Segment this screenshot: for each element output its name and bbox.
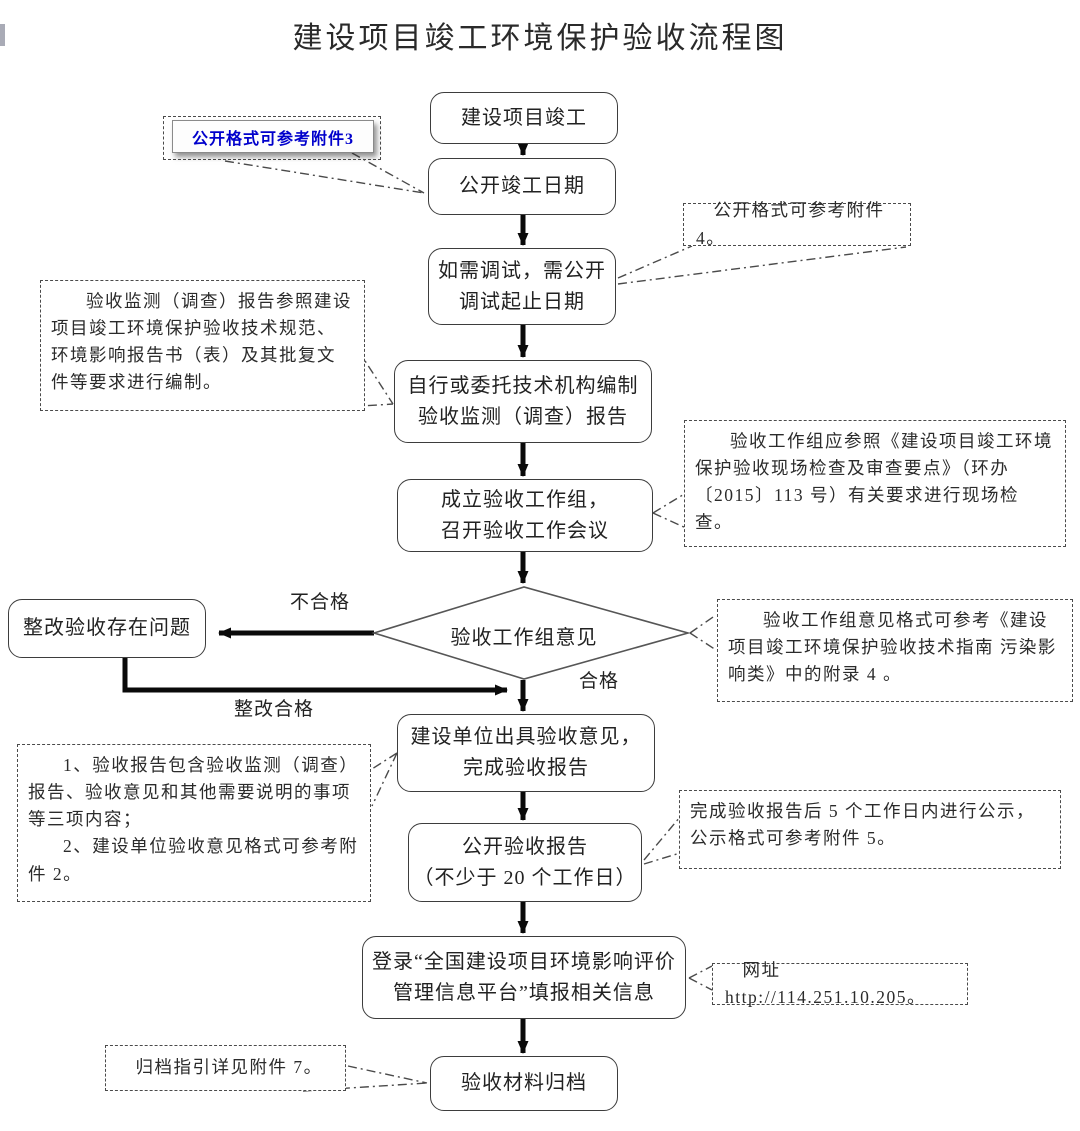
annotation-a3: 验收监测（调查）报告参照建设项目竣工环境保护验收技术规范、环境影响报告书（表）及…	[40, 280, 365, 411]
decision-diamond-shape	[371, 586, 691, 680]
connector-a3-1	[357, 349, 394, 405]
annotation-a1: 公开格式可参考附件3	[172, 120, 374, 153]
annotation-a2-text: 公开格式可参考附件 4。	[696, 200, 885, 248]
flow-node-workgroup-label: 成立验收工作组， 召开验收工作会议	[441, 488, 609, 542]
flow-node-compile-report: 自行或委托技术机构编制 验收监测（调查）报告	[394, 360, 652, 443]
connector-a5-1	[689, 614, 717, 634]
connector-a4-1	[652, 492, 687, 514]
annotation-a6-item2: 2、建设单位验收意见格式可参考附件 2。	[28, 836, 359, 884]
connector-a7-2	[643, 852, 681, 865]
connector-a6-1	[371, 752, 398, 770]
flow-node-archive: 验收材料归档	[430, 1056, 618, 1111]
annotation-a4-text: 验收工作组应参照《建设项目竣工环境保护验收现场检查及审查要点》（环办〔2015〕…	[695, 431, 1053, 533]
arrow-rectified-return	[122, 658, 508, 696]
annotation-a5: 验收工作组意见格式可参考《建设项目竣工环境保护验收技术指南 污染影响类》中的附录…	[717, 599, 1073, 702]
connector-a1-1	[224, 160, 425, 194]
annotation-a6: 1、验收报告包含验收监测（调查）报告、验收意见和其他需要说明的事项等三项内容； …	[17, 744, 371, 902]
annotation-a2: 公开格式可参考附件 4。	[683, 200, 911, 248]
annotation-a9-text: 归档指引详见附件 7。	[135, 1057, 323, 1078]
annotation-a6-item1: 1、验收报告包含验收监测（调查）报告、验收意见和其他需要说明的事项等三项内容；	[28, 755, 359, 830]
flow-node-login-platform: 登录“全国建设项目环境影响评价 管理信息平台”填报相关信息	[362, 936, 686, 1019]
scan-artifact	[0, 24, 5, 46]
edge-label-rectified: 整改合格	[233, 699, 314, 720]
annotation-a1-frame	[163, 116, 381, 160]
annotation-a7-text: 完成验收报告后 5 个工作日内进行公示，公示格式可参考附件 5。	[690, 801, 1035, 849]
annotation-a8: 网址 http://114.251.10.205。	[712, 960, 968, 1007]
connector-a4-2	[652, 512, 687, 529]
annotation-a7: 完成验收报告后 5 个工作日内进行公示，公示格式可参考附件 5。	[679, 790, 1061, 869]
edge-label-pass: 合格	[578, 671, 619, 692]
connector-a8-2	[688, 977, 713, 991]
flow-node-start-label: 建设项目竣工	[461, 106, 587, 129]
flow-node-rectify: 整改验收存在问题	[8, 599, 206, 658]
connector-a2-1	[617, 245, 693, 279]
annotation-a4: 验收工作组应参照《建设项目竣工环境保护验收现场检查及审查要点》（环办〔2015〕…	[684, 420, 1066, 547]
annotation-a1-text: 公开格式可参考附件3	[191, 130, 354, 148]
flow-node-debug-label: 如需调试，需公开 调试起止日期	[438, 259, 606, 313]
flow-node-compile-report-label: 自行或委托技术机构编制 验收监测（调查）报告	[407, 374, 639, 428]
connector-a8-1	[688, 965, 713, 979]
flow-node-issue-opinion: 建设单位出具验收意见， 完成验收报告	[397, 714, 655, 792]
annotation-a9: 归档指引详见附件 7。	[105, 1045, 346, 1091]
connector-a7-1	[643, 816, 681, 861]
flow-node-publish-date: 公开竣工日期	[428, 158, 616, 215]
flow-node-rectify-label: 整改验收存在问题	[23, 617, 191, 639]
decision-diamond-label: 验收工作组意见	[450, 627, 598, 649]
flow-node-workgroup: 成立验收工作组， 召开验收工作会议	[397, 479, 653, 552]
flow-node-debug: 如需调试，需公开 调试起止日期	[428, 248, 616, 325]
connector-a5-2	[689, 632, 717, 651]
connector-a2-2	[617, 246, 907, 285]
annotation-a8-text: 网址 http://114.251.10.205。	[725, 959, 927, 1007]
flow-node-publish-date-label: 公开竣工日期	[459, 175, 585, 197]
edge-label-fail: 不合格	[289, 592, 350, 613]
flow-node-issue-opinion-label: 建设单位出具验收意见， 完成验收报告	[410, 726, 642, 779]
flow-node-publish-report: 公开验收报告 （不少于 20 个工作日）	[408, 823, 642, 902]
flow-node-archive-label: 验收材料归档	[461, 1072, 587, 1094]
flow-node-start: 建设项目竣工	[430, 92, 618, 144]
connector-a9-1	[347, 1065, 428, 1084]
annotation-a5-text: 验收工作组意见格式可参考《建设项目竣工环境保护验收技术指南 污染影响类》中的附录…	[728, 610, 1057, 685]
connector-a3-2	[329, 403, 394, 409]
flow-node-login-platform-label: 登录“全国建设项目环境影响评价 管理信息平台”填报相关信息	[372, 950, 676, 1004]
page-title: 建设项目竣工环境保护验收流程图	[292, 22, 788, 55]
annotation-a3-text: 验收监测（调查）报告参照建设项目竣工环境保护验收技术规范、环境影响报告书（表）及…	[51, 291, 352, 393]
flow-node-publish-report-label: 公开验收报告 （不少于 20 个工作日）	[413, 835, 637, 889]
